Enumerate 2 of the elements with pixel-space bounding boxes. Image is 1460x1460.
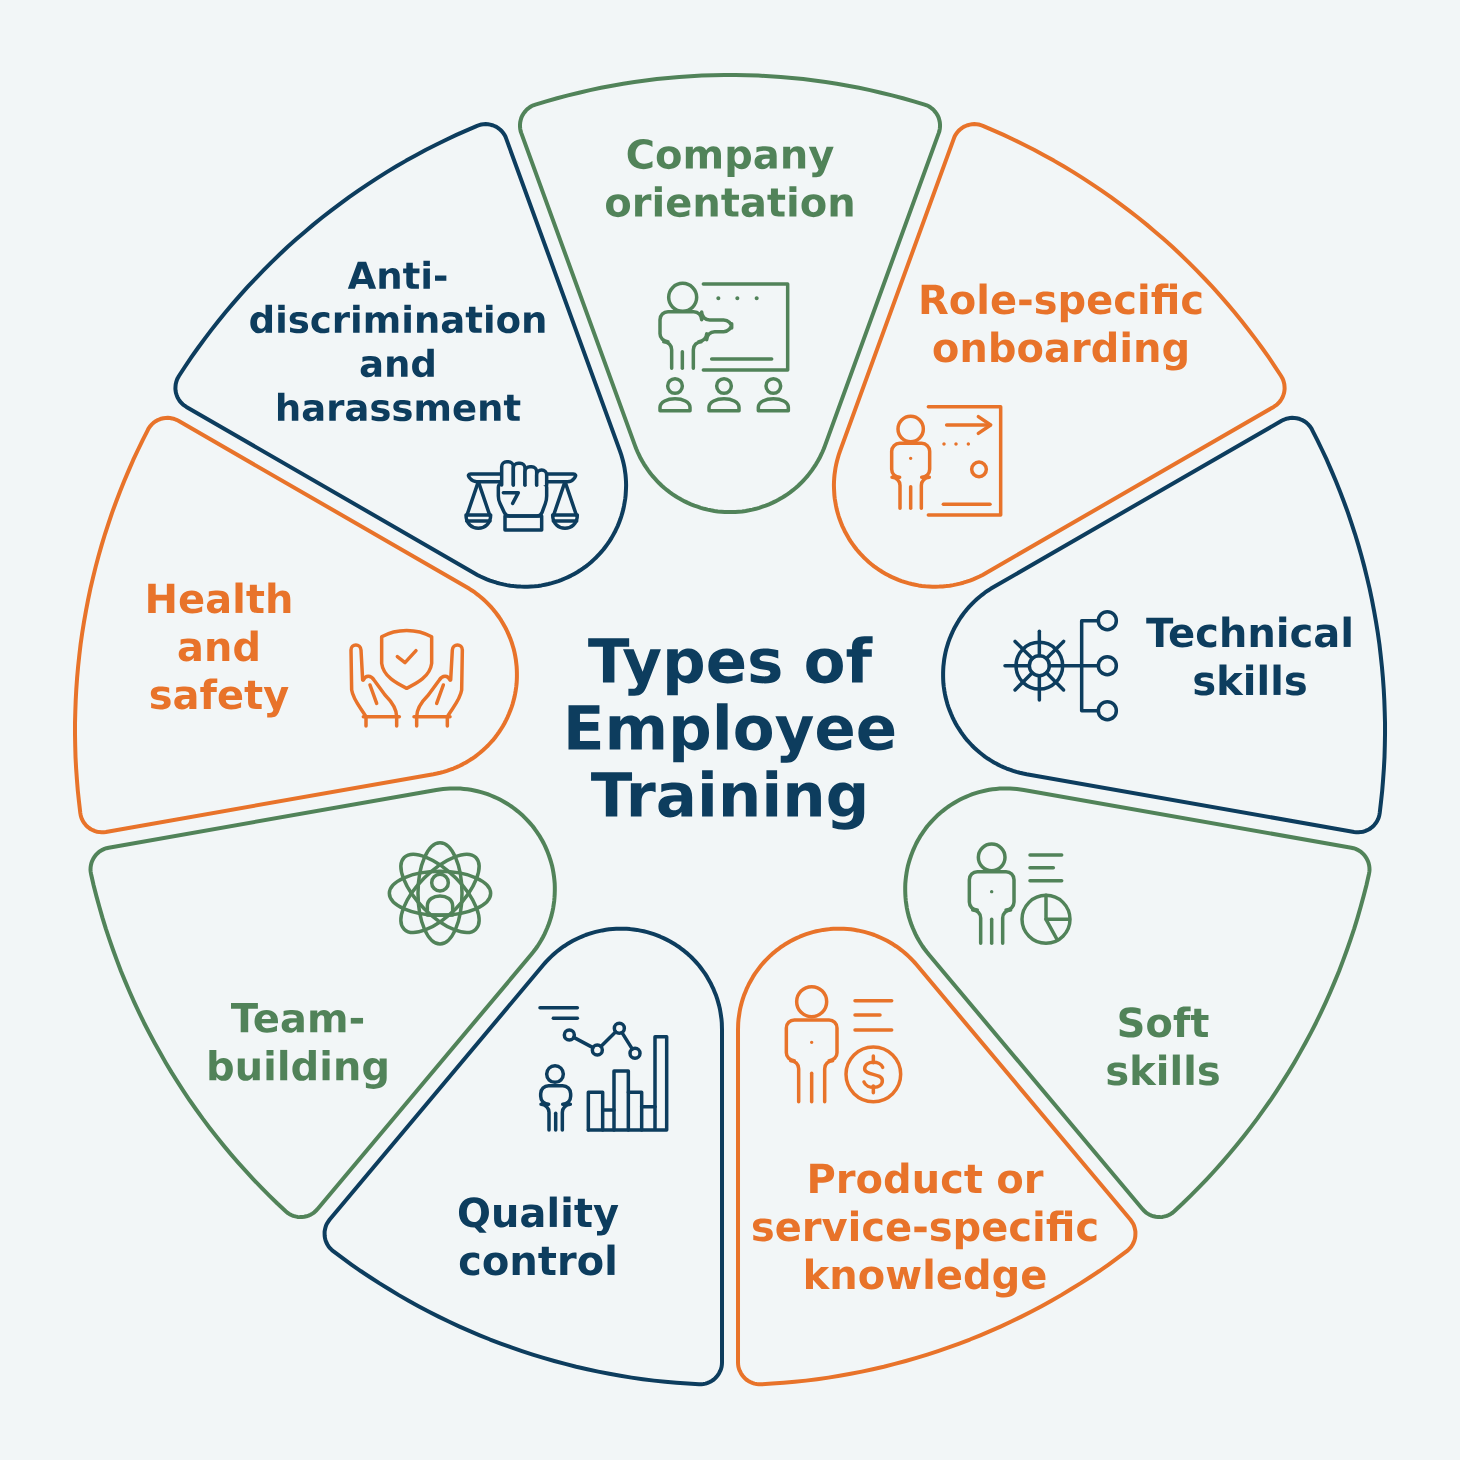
diagram-title: Types of Employee Training: [568, 636, 895, 830]
petal-segment: Technical skills: [941, 415, 1387, 835]
